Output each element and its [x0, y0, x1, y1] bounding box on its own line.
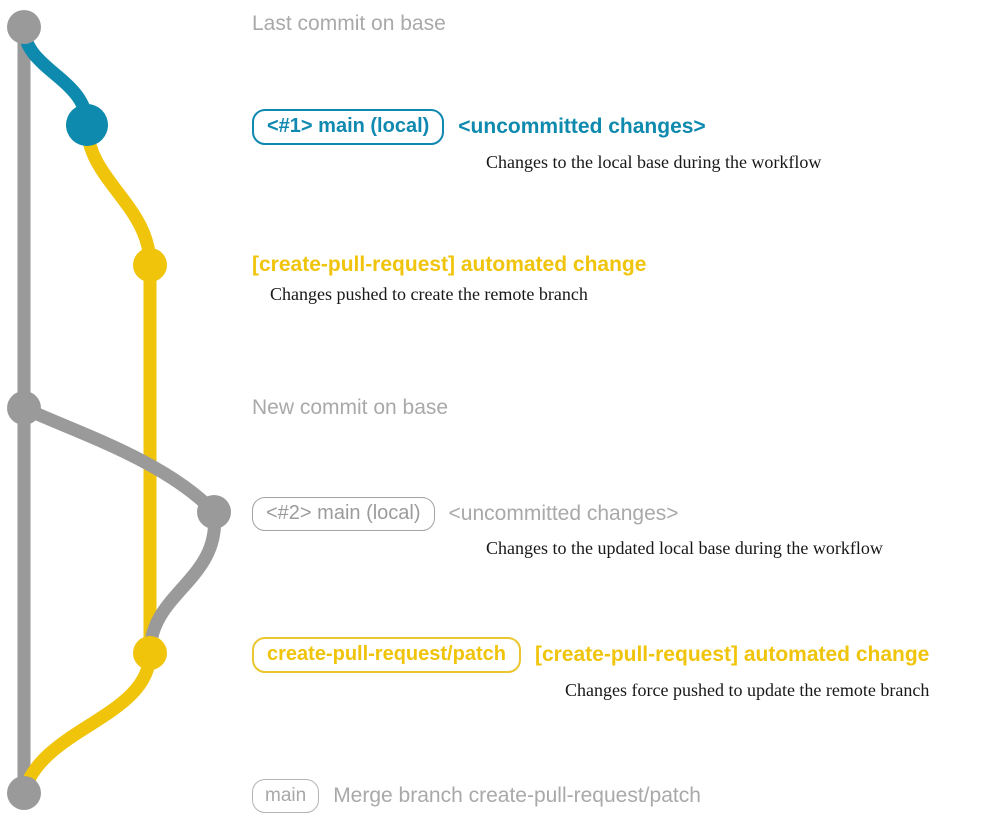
- commit-subject: <uncommitted changes>: [448, 502, 679, 525]
- annotation-row: Last commit on base: [252, 12, 981, 36]
- commit-node-base-new[interactable]: [7, 391, 41, 425]
- annotation-row: <#2> main (local) <uncommitted changes> …: [252, 497, 981, 559]
- edge-base-to-local2: [17, 401, 221, 519]
- row-head: <#2> main (local) <uncommitted changes>: [252, 497, 981, 531]
- row-head: <#1> main (local) <uncommitted changes>: [252, 109, 981, 145]
- row-head: main Merge branch create-pull-request/pa…: [252, 779, 981, 813]
- commit-subject: Merge branch create-pull-request/patch: [333, 784, 701, 807]
- annotation-row: New commit on base: [252, 396, 981, 420]
- commit-graph: [7, 10, 231, 810]
- commit-description: Changes to the local base during the wor…: [486, 152, 822, 172]
- annotation-row: create-pull-request/patch [create-pull-r…: [252, 637, 981, 701]
- commit-subject: Last commit on base: [252, 12, 446, 35]
- commit-subject: [create-pull-request] automated change: [252, 253, 647, 276]
- annotation-row: main Merge branch create-pull-request/pa…: [252, 779, 981, 813]
- edge-local2-to-remote2: [143, 505, 222, 660]
- commit-node-local-1[interactable]: [66, 104, 108, 146]
- commit-description: Changes pushed to create the remote bran…: [270, 284, 588, 304]
- commit-subject: [create-pull-request] automated change: [534, 643, 930, 666]
- commit-node-merge[interactable]: [7, 776, 41, 810]
- row-head: New commit on base: [252, 396, 981, 420]
- commit-node-remote-1[interactable]: [133, 248, 167, 282]
- row-head: Last commit on base: [252, 12, 981, 36]
- commit-node-remote-2[interactable]: [133, 636, 167, 670]
- commit-node-base-head[interactable]: [7, 10, 41, 44]
- commit-node-local-2[interactable]: [197, 495, 231, 529]
- commit-subject: <uncommitted changes>: [458, 115, 706, 138]
- row-head: create-pull-request/patch [create-pull-r…: [252, 637, 981, 673]
- commit-subject: New commit on base: [252, 396, 449, 419]
- annotation-row: <#1> main (local) <uncommitted changes> …: [252, 109, 981, 173]
- edge-remote2-to-merge: [17, 646, 157, 800]
- ref-badge-main-local-1[interactable]: <#1> main (local): [252, 109, 445, 145]
- commit-description: Changes force pushed to update the remot…: [565, 680, 930, 700]
- annotation-row: [create-pull-request] automated change C…: [252, 253, 981, 305]
- commit-description: Changes to the updated local base during…: [486, 538, 883, 558]
- ref-badge-main-local-2[interactable]: <#2> main (local): [252, 497, 435, 531]
- ref-badge-main[interactable]: main: [252, 779, 320, 813]
- ref-badge-create-pull-request-patch[interactable]: create-pull-request/patch: [252, 637, 521, 673]
- row-head: [create-pull-request] automated change: [252, 253, 981, 277]
